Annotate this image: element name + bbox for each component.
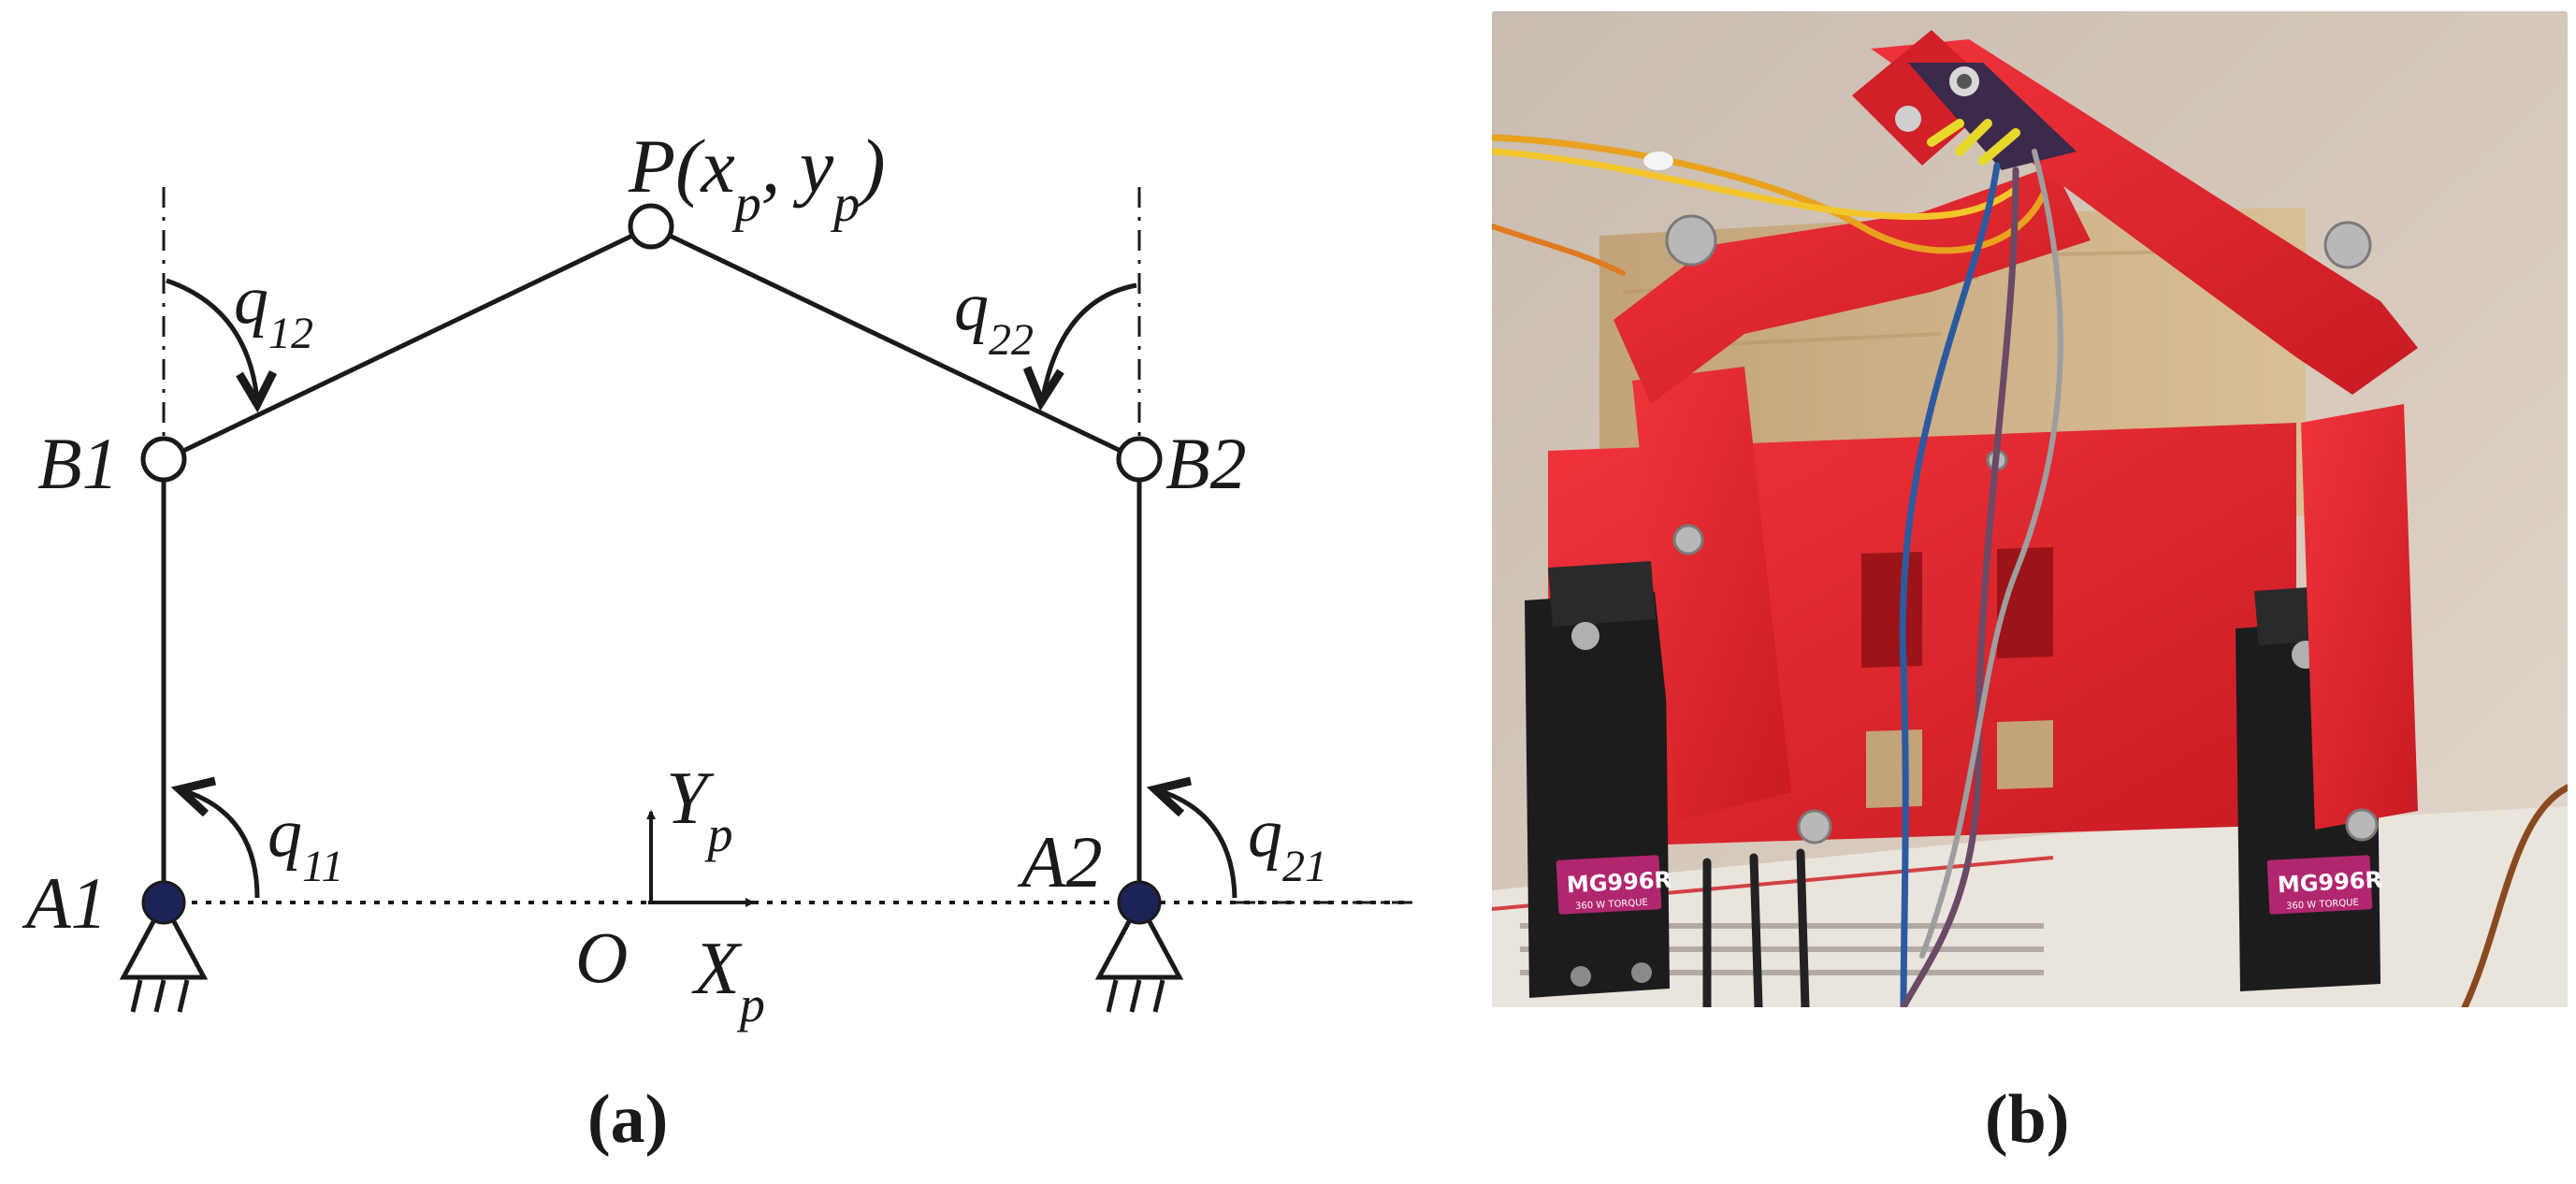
base-plate-window-2 xyxy=(1997,547,2053,658)
label-origin: O xyxy=(575,917,628,998)
angle-arrow-q21 xyxy=(1146,776,1193,817)
base-plate-window-4 xyxy=(1997,720,2053,789)
label-b2: B2 xyxy=(1165,423,1247,504)
label-xp: Xp xyxy=(691,928,765,1032)
joint-b2 xyxy=(1116,436,1163,483)
angle-arc-q11 xyxy=(181,787,260,899)
joint-a2 xyxy=(1117,880,1162,925)
angle-arrow-q12 xyxy=(236,369,278,413)
breadboard-holes xyxy=(1520,923,2044,975)
link-right-vertical xyxy=(2301,404,2418,830)
label-q22: q22 xyxy=(954,268,1034,365)
link-upper-left xyxy=(1614,166,2091,404)
sensor-board xyxy=(1895,63,2077,170)
wires xyxy=(1492,119,2568,1007)
ground-support-a2 xyxy=(1094,897,1184,1013)
base-plate-window-3 xyxy=(1866,729,1922,808)
servo-left: MG996R 360 W TORQUE xyxy=(1525,561,1672,998)
svg-text:360 W TORQUE: 360 W TORQUE xyxy=(2286,898,2359,912)
label-a1: A1 xyxy=(22,862,108,944)
link-b1-p xyxy=(181,233,634,454)
kinematic-diagram: P(xp, yp) B1 B2 A1 A2 O q12 q22 q11 q21 … xyxy=(22,123,1412,1032)
angle-arrow-q22 xyxy=(1022,366,1064,412)
angle-arc-q22 xyxy=(1040,282,1137,398)
angle-arc-q12 xyxy=(166,278,260,401)
label-yp: Yp xyxy=(666,758,733,862)
screws xyxy=(1665,214,2379,845)
label-a2: A2 xyxy=(1017,821,1103,902)
base-plate-window-1 xyxy=(1861,552,1922,668)
caption-b: (b) xyxy=(1985,1081,2070,1158)
label-q12: q12 xyxy=(234,262,313,358)
wire-clip xyxy=(1643,152,1673,170)
label-q11: q11 xyxy=(268,795,343,891)
ground-support-a1 xyxy=(119,897,209,1013)
svg-text:360 W TORQUE: 360 W TORQUE xyxy=(1575,898,1648,912)
label-q21: q21 xyxy=(1248,795,1327,891)
svg-text:MG996R: MG996R xyxy=(2277,867,2382,899)
robot-photo: MG996R 360 W TORQUE MG996R 360 W TORQUE xyxy=(1492,11,2568,1007)
angle-arrow-q11 xyxy=(170,776,217,817)
link-left-vertical xyxy=(1632,367,1791,820)
joint-b1 xyxy=(140,436,187,483)
link-p-b2 xyxy=(668,233,1122,454)
label-b1: B1 xyxy=(37,423,119,504)
joint-a1 xyxy=(141,880,186,925)
svg-text:MG996R: MG996R xyxy=(1566,867,1672,899)
label-p: P(xp, yp) xyxy=(628,123,886,233)
caption-a: (a) xyxy=(587,1081,669,1158)
joint-p xyxy=(628,203,674,250)
angle-arc-q21 xyxy=(1157,787,1237,899)
